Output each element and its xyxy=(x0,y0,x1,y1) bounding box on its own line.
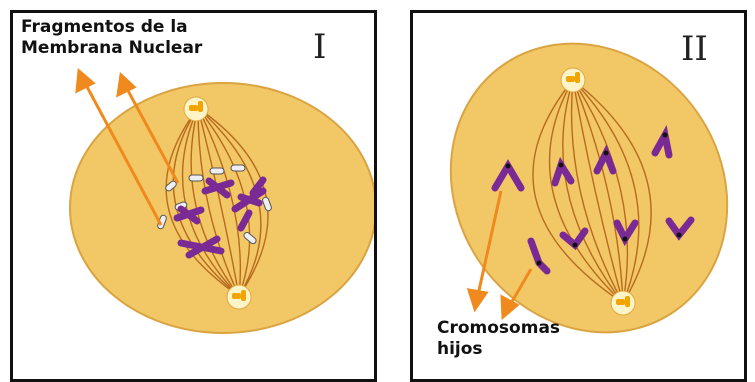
centrosome-top xyxy=(561,68,585,92)
centrosome-top xyxy=(184,97,208,121)
centrosome-bottom xyxy=(611,291,635,315)
label-fragments: Fragmentos de la Membrana Nuclear xyxy=(21,17,202,59)
panel-numeral-1: I xyxy=(313,27,326,67)
centrosome-bottom xyxy=(227,285,251,309)
label-daughter-chromosomes: Cromosomas hijos xyxy=(437,318,560,360)
panel-prometaphase: Fragmentos de la Membrana Nuclear I xyxy=(10,10,377,382)
panel-anaphase: Cromosomas hijos II xyxy=(410,10,747,382)
cell-illustration-1 xyxy=(13,13,374,379)
panel-numeral-2: II xyxy=(681,29,708,69)
